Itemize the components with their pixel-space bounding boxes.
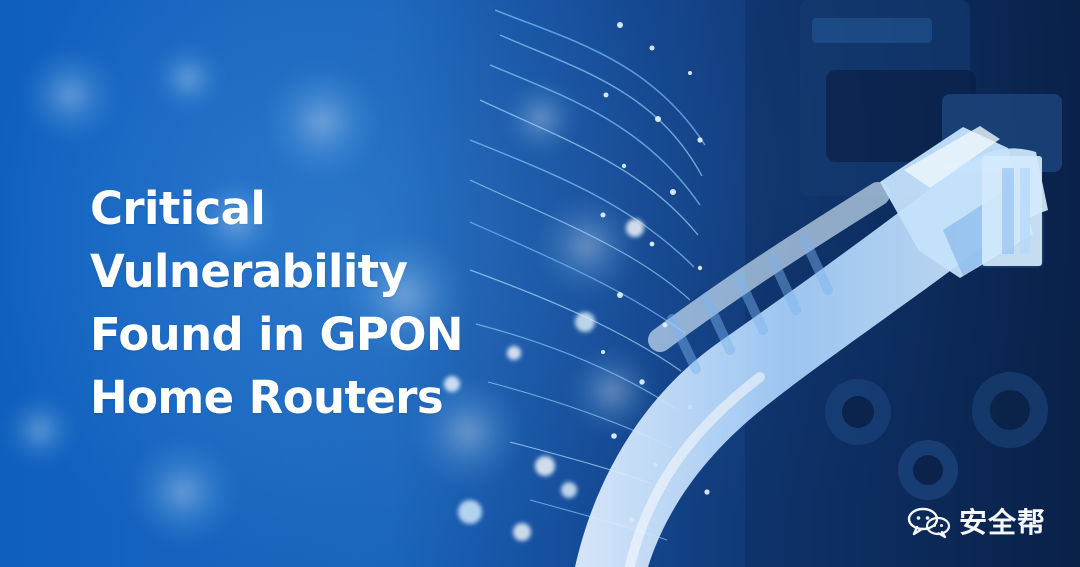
headline-line-1: Critical — [90, 182, 266, 235]
headline-line-3: Found in GPON — [90, 308, 464, 361]
headline-line-4: Home Routers — [90, 371, 444, 424]
headline-line-2: Vulnerability — [90, 245, 408, 298]
watermark-text: 安全帮 — [958, 506, 1046, 539]
watermark: 安全帮 — [907, 507, 1046, 539]
wechat-icon — [907, 507, 951, 539]
headline: Critical Vulnerability Found in GPON Hom… — [90, 177, 510, 429]
